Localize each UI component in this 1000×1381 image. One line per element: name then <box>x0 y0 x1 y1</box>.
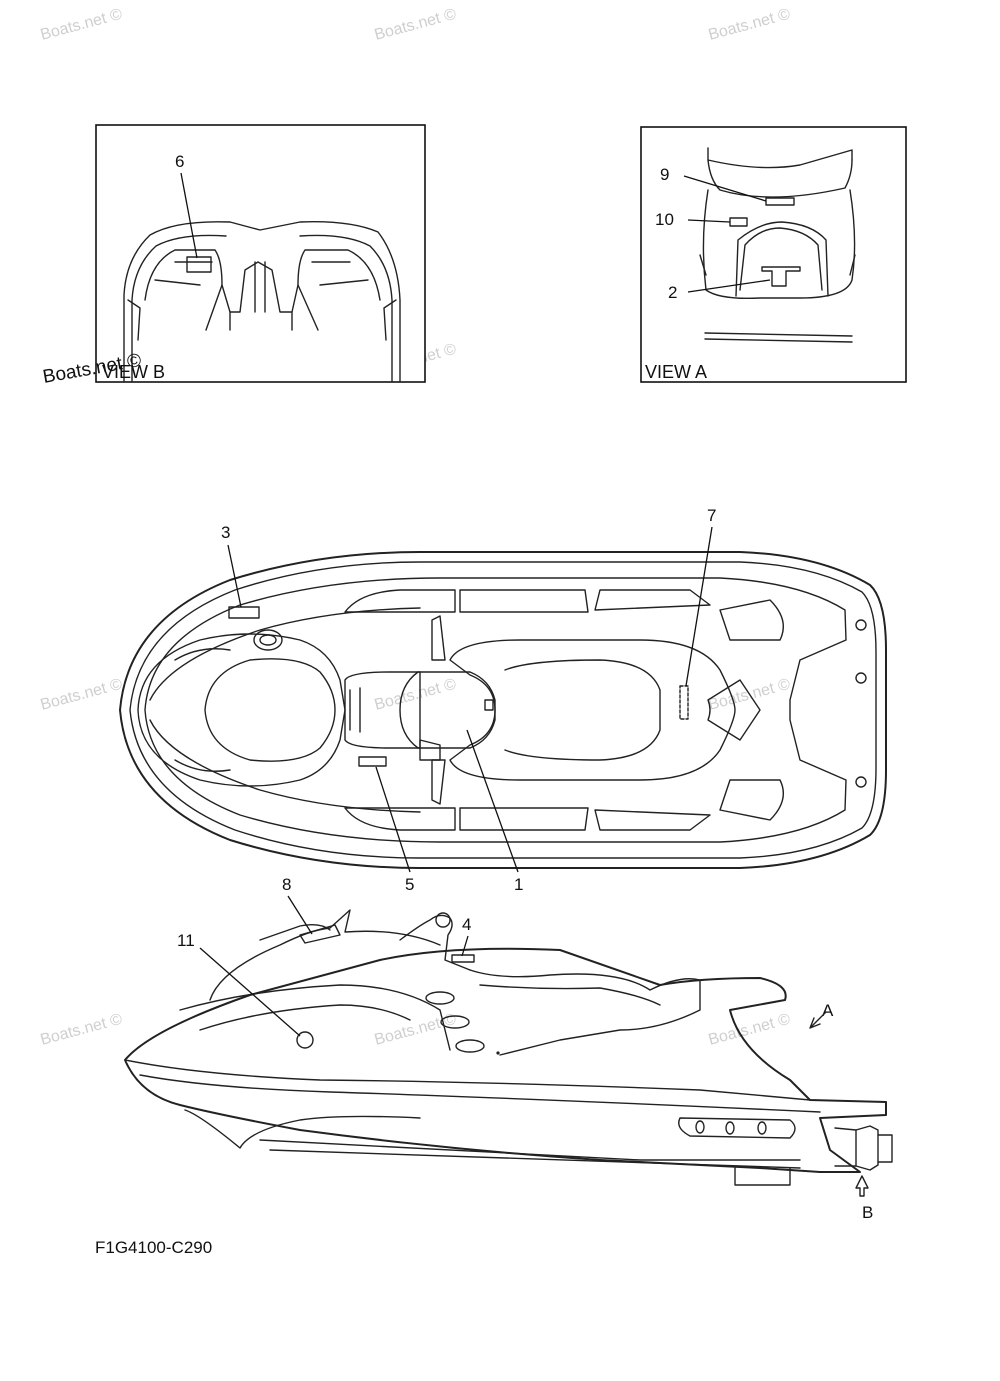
callout-8: 8 <box>282 875 291 894</box>
label-decal-11 <box>296 1031 314 1049</box>
callout-7: 7 <box>707 506 716 525</box>
watermark: Boats.net © <box>39 676 125 714</box>
label-decal-3 <box>228 606 260 619</box>
view-a-panel: 9 10 2 VIEW A <box>640 126 907 383</box>
watermark: Boats.net © <box>373 676 459 714</box>
watermark: Boats.net © <box>39 6 125 44</box>
view-b-panel: 6 Boats.net © VIEW B <box>41 124 426 388</box>
callout-10: 10 <box>655 210 674 229</box>
view-arrow-a-icon <box>809 1011 827 1029</box>
label-decal-7 <box>679 685 689 720</box>
top-view: 3 7 5 1 <box>119 506 887 894</box>
label-decal-9 <box>765 197 795 206</box>
callout-1: 1 <box>514 875 523 894</box>
callout-11: 11 <box>177 931 195 950</box>
callout-5: 5 <box>405 875 414 894</box>
callout-6: 6 <box>175 152 184 171</box>
callout-9: 9 <box>660 165 669 184</box>
diagram-code: F1G4100-C290 <box>95 1238 212 1257</box>
callout-4: 4 <box>462 915 471 934</box>
watermark: Boats.net © <box>707 1011 793 1049</box>
callout-2: 2 <box>668 283 677 302</box>
watermark: Boats.net © <box>39 1011 125 1049</box>
callout-3: 3 <box>221 523 230 542</box>
view-a-title: VIEW A <box>645 362 707 382</box>
label-decal-6 <box>186 256 212 273</box>
label-decal-8 <box>299 924 341 944</box>
view-a-frame <box>640 126 907 383</box>
label-decal-5 <box>358 756 387 767</box>
view-arrow-a-label: A <box>822 1001 834 1020</box>
label-decal-4 <box>451 954 475 963</box>
view-arrow-b-icon <box>855 1175 869 1197</box>
watermark: Boats.net © <box>373 6 459 44</box>
side-view: 8 11 4 A B <box>124 875 893 1222</box>
view-b-title: VIEW B <box>102 362 165 382</box>
watermark: Boats.net © <box>707 6 793 44</box>
view-b-frame <box>95 124 426 383</box>
view-arrow-b-label: B <box>862 1203 873 1222</box>
label-decal-2 <box>761 266 801 287</box>
